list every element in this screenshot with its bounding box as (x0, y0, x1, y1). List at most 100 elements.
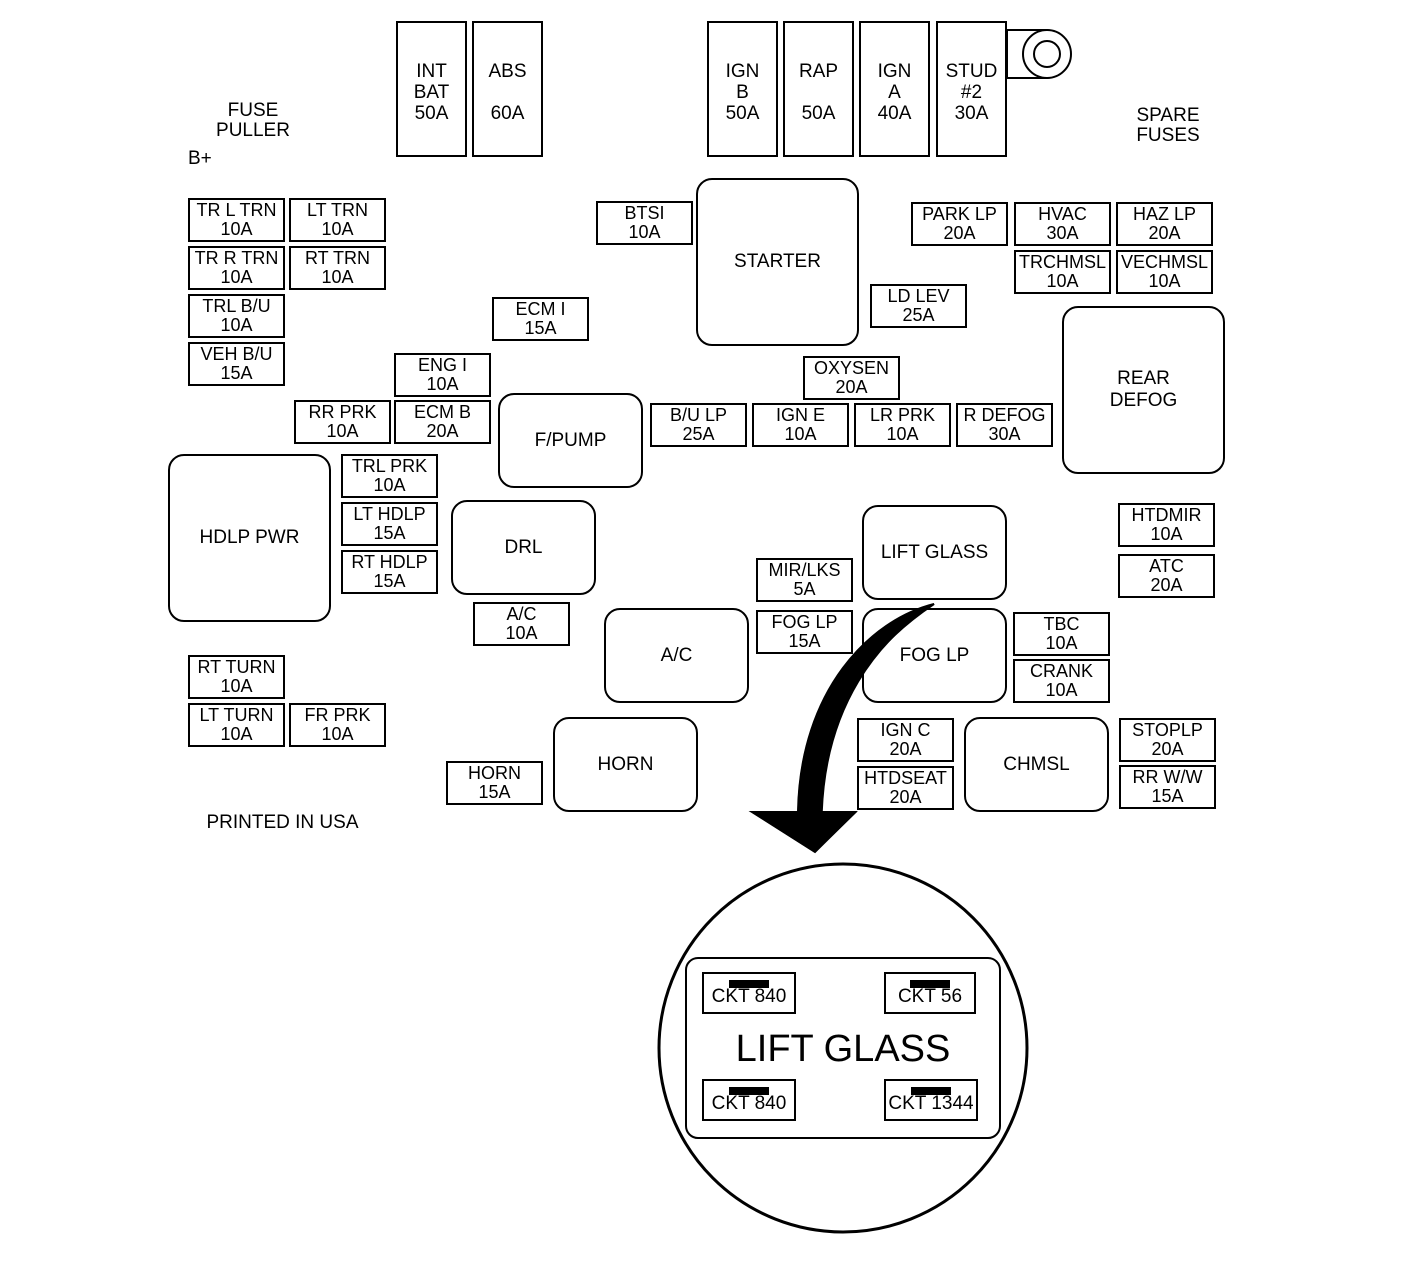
maxi-fuse-name: IGN B (725, 61, 760, 103)
fuse-rating: 10A (1148, 271, 1181, 291)
fuse-name: HAZ LP (1132, 204, 1197, 224)
maxi-fuse-rating: 40A (877, 103, 912, 124)
fuse-rating: 10A (321, 724, 354, 744)
fuse-rating: 10A (426, 374, 459, 394)
fuse-rating: 5A (793, 579, 816, 599)
pin-circuit-label: CKT 56 (897, 986, 963, 1007)
relay-hdlp-pwr: HDLP PWR (168, 454, 331, 622)
fuse-rating: 15A (373, 571, 406, 591)
fuse-name: CRANK (1029, 661, 1093, 681)
fuse-name: TBC (1043, 614, 1080, 634)
spare-fuses-label: SPARE FUSES (1136, 105, 1200, 146)
detail-pin-bottom-left: CKT 840 (702, 1079, 796, 1121)
pin-blade (911, 1087, 951, 1095)
fuse-name: ENG I (417, 355, 467, 375)
fuse-name: ATC (1149, 556, 1184, 576)
fuse-name: HTDMIR (1131, 505, 1202, 525)
fuse-name: HVAC (1038, 204, 1087, 224)
fuse-rating: 20A (1150, 575, 1183, 595)
fuse-name: R DEFOG (963, 405, 1046, 425)
fuse-rating: 20A (889, 787, 922, 807)
fuse-rating: 20A (1148, 223, 1181, 243)
relay-label: F/PUMP (534, 429, 607, 451)
relay-label: LIFT GLASS (880, 541, 989, 563)
fuse-name: VEH B/U (200, 344, 273, 364)
maxi-fuse-name: RAP (798, 61, 839, 82)
fuse-name: TRL B/U (202, 296, 271, 316)
fuse-rating: 10A (220, 315, 253, 335)
fuse-rating: 20A (835, 377, 868, 397)
relay-label: REAR DEFOG (1109, 368, 1178, 411)
relay-label: A/C (660, 644, 693, 666)
pin-blade (910, 980, 950, 988)
relay-label: STARTER (734, 251, 821, 272)
fuse-name: VECHMSL (1120, 252, 1209, 272)
maxi-fuse-rating: 50A (725, 103, 760, 124)
fuse-name: RR W/W (1132, 767, 1203, 787)
relay-rear-defog: REAR DEFOG (1062, 306, 1225, 474)
fuse-name: STOPLP (1132, 720, 1203, 740)
pin-circuit-label: CKT 1344 (888, 1093, 974, 1114)
fuse-rating: 10A (220, 724, 253, 744)
fuse-rating: 10A (220, 676, 253, 696)
detail-pin-top-right: CKT 56 (884, 972, 976, 1014)
fuse-rating: 15A (1151, 786, 1184, 806)
fuse-rating: 10A (1045, 633, 1078, 653)
fuse-name: TRL PRK (351, 456, 428, 476)
fuse-name: IGN C (880, 720, 931, 740)
detail-pin-bottom-right: CKT 1344 (884, 1079, 978, 1121)
fuse-puller-label: FUSE PULLER (216, 100, 290, 141)
fuse-rating: 15A (373, 523, 406, 543)
maxi-fuse-name: INT BAT (413, 61, 450, 103)
maxi-fuse-ign-a: IGN A 40A (859, 21, 930, 157)
maxi-fuse-name: IGN A (877, 61, 912, 103)
fuse-name: HORN (468, 763, 521, 783)
maxi-fuse-abs: ABS 60A (472, 21, 543, 157)
fuse-rating: 30A (988, 424, 1021, 444)
pin-circuit-label: CKT 840 (711, 986, 787, 1007)
fuse-rating: 30A (1046, 223, 1079, 243)
relay-label: HORN (597, 753, 654, 775)
maxi-fuse-rating: 30A (954, 103, 989, 124)
fuse-name: FR PRK (304, 705, 371, 725)
fuse-name: TRCHMSL (1018, 252, 1106, 272)
fuse-rating: 10A (373, 475, 406, 495)
relay-label: FOG LP (899, 644, 970, 666)
fuse-rating: 10A (220, 267, 253, 287)
fuse-rating: 10A (321, 219, 354, 239)
fuse-name: HTDSEAT (864, 768, 947, 788)
maxi-fuse-stud-2: STUD #2 30A (936, 21, 1007, 157)
fuse-rating: 15A (524, 318, 557, 338)
fuse-name: LD LEV (887, 286, 950, 306)
relay-starter: STARTER (696, 178, 859, 346)
fuse-rating: 25A (682, 424, 715, 444)
fuse-name: RT TRN (304, 248, 370, 268)
fuse-rating: 10A (321, 267, 354, 287)
fuse-rating: 10A (326, 421, 359, 441)
fuse-rating: 20A (426, 421, 459, 441)
fuse-rating: 20A (943, 223, 976, 243)
fuse-name: ECM B (413, 402, 471, 422)
fuse-rating: 10A (1046, 271, 1079, 291)
